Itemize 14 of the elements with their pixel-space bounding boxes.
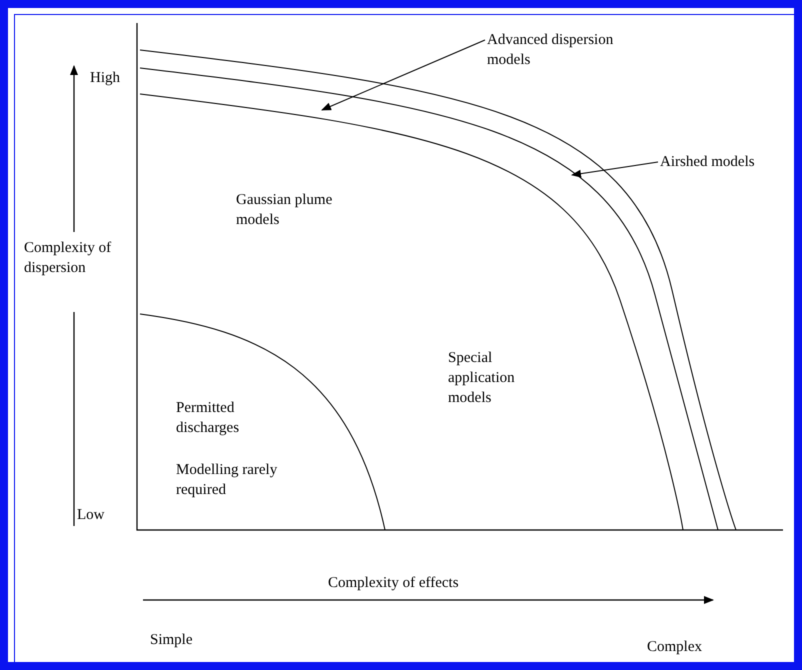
region-label: Permitted discharges xyxy=(176,399,240,438)
axis-label: Low xyxy=(77,506,106,525)
region-label: Airshed models xyxy=(660,152,780,172)
region-label: Special application models xyxy=(448,349,516,408)
axis-label: High xyxy=(90,69,121,88)
leader-arrow xyxy=(571,162,658,178)
region-label: Advanced dispersion models xyxy=(487,30,657,70)
axis-title: Complexity of dispersion xyxy=(24,239,112,278)
axis-label: Simple xyxy=(150,631,194,650)
region-label: Gaussian plume models xyxy=(236,191,334,230)
leader-arrow xyxy=(321,40,486,110)
region-label: Modelling rarely required xyxy=(176,461,278,500)
axis-label: Complex xyxy=(647,638,703,657)
axis-title: Complexity of effects xyxy=(328,574,460,593)
